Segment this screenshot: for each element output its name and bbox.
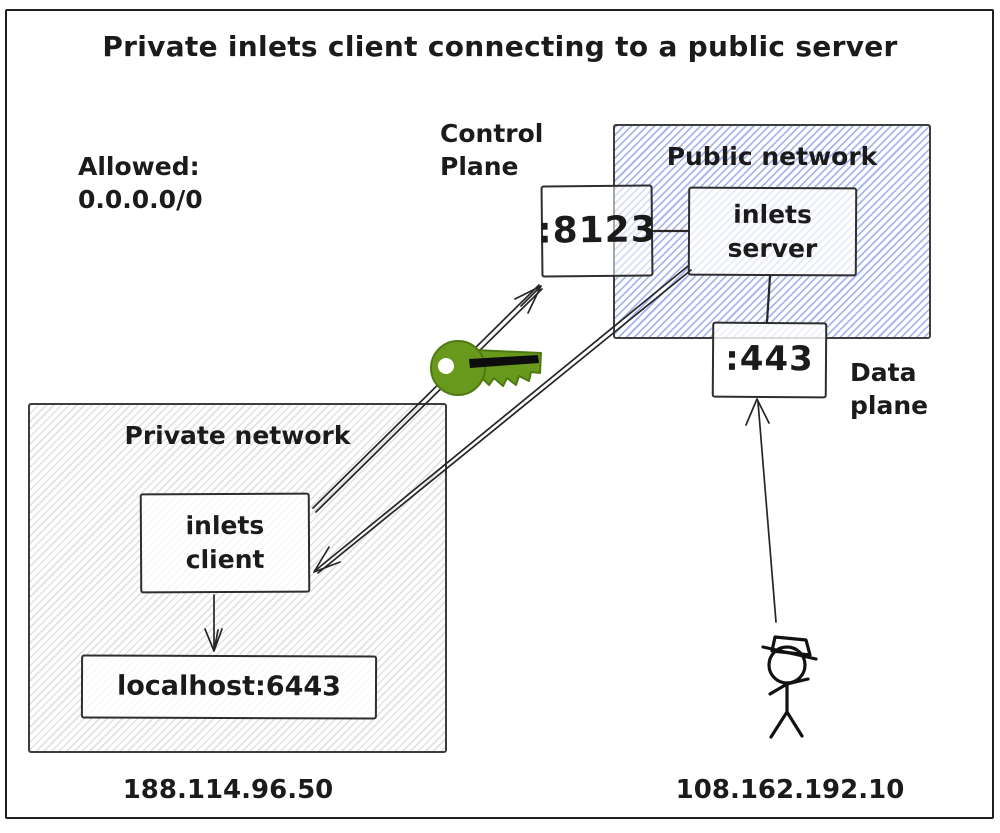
private-ip-label: 188.114.96.50 bbox=[122, 775, 334, 805]
allowed-cidr-label: Allowed: 0.0.0.0/0 bbox=[78, 152, 203, 214]
inlets-client-node: inlets client bbox=[139, 492, 311, 594]
local-service-node: localhost:6443 bbox=[80, 654, 378, 720]
public-network-label: Public network bbox=[666, 142, 878, 171]
private-network-label: Private network bbox=[124, 421, 351, 450]
control-plane-label: Control Plane bbox=[440, 119, 544, 181]
inlets-server-node: inlets server bbox=[687, 186, 858, 277]
data-port-node: :443 bbox=[711, 321, 828, 399]
diagram-frame bbox=[5, 9, 994, 819]
public-ip-label: 108.162.192.10 bbox=[675, 775, 905, 805]
data-plane-label: Data plane bbox=[850, 358, 929, 420]
control-port-node: :8123 bbox=[537, 184, 657, 278]
diagram-title: Private inlets client connecting to a pu… bbox=[102, 30, 898, 63]
